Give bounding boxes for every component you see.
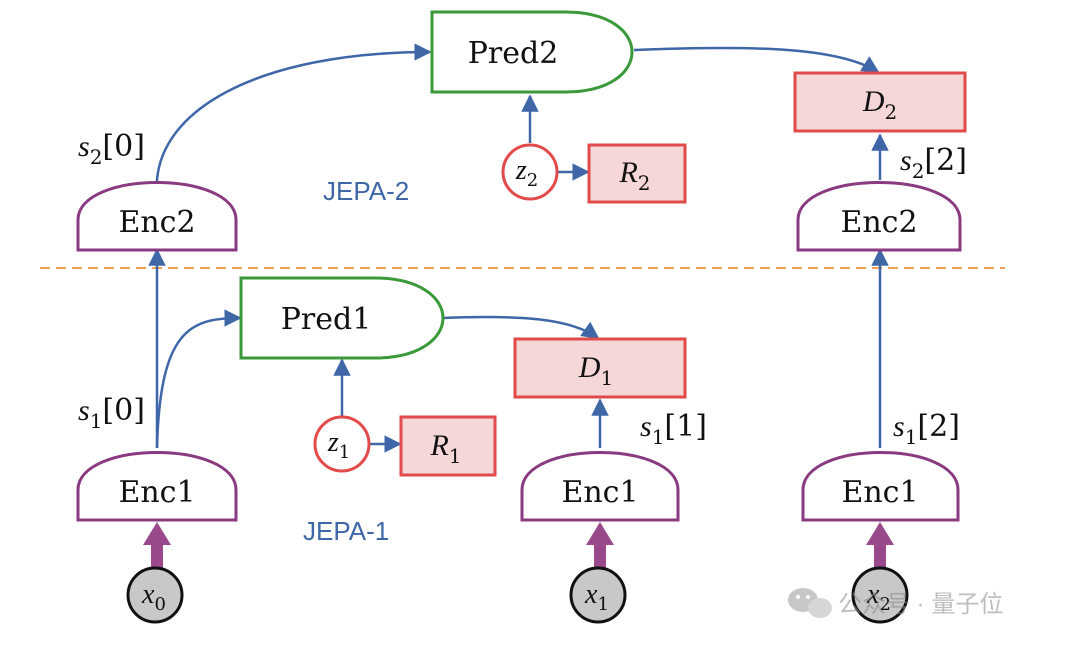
jepa1-label: JEPA-1	[303, 516, 389, 546]
r1-label: R1	[429, 429, 461, 468]
enc2-left-label: Enc2	[118, 205, 195, 240]
s2-0-label: s2[0]	[78, 129, 145, 169]
arrow-enc1left-to-pred1	[155, 309, 242, 449]
input-arrows	[143, 522, 894, 572]
d1-label: D1	[578, 351, 613, 390]
x2-label: x2	[866, 579, 891, 615]
d2-node: D2	[793, 71, 967, 133]
d1-node: D1	[513, 337, 687, 399]
z2-label: z2	[515, 155, 538, 191]
wechat-icon	[788, 588, 832, 618]
x1-node: x1	[569, 566, 627, 624]
watermark: 公众号 · 量子位	[788, 588, 1003, 618]
x0-label: x0	[141, 579, 166, 615]
x2-node: x2	[851, 566, 909, 624]
enc1-mid-node: Enc1	[520, 451, 680, 522]
enc2-left-node: Enc2	[76, 181, 238, 252]
watermark-text: 公众号 · 量子位	[838, 591, 1003, 618]
jepa2-label: JEPA-2	[323, 176, 409, 206]
r2-node: R2	[587, 143, 687, 204]
enc1-left-label: Enc1	[118, 475, 195, 510]
s1-1-label: s1[1]	[640, 409, 707, 449]
x0-node: x0	[126, 566, 184, 624]
arrow-pred2-to-d2	[633, 46, 880, 74]
enc2-right-node: Enc2	[796, 181, 962, 252]
r2-label: R2	[618, 156, 650, 195]
enc1-mid-label: Enc1	[561, 475, 638, 510]
enc2-right-label: Enc2	[840, 205, 917, 240]
enc1-right-label: Enc1	[841, 475, 918, 510]
enc1-right-node: Enc1	[801, 451, 960, 522]
arrow-enc2-to-pred2	[155, 43, 432, 196]
connectors	[148, 43, 889, 453]
arrow-pred1-to-d1	[442, 315, 600, 340]
r1-node: R1	[399, 415, 497, 477]
pred1-node: Pred1	[239, 276, 445, 360]
enc1-left-node: Enc1	[76, 451, 238, 522]
s1-2-label: s1[2]	[893, 409, 960, 449]
z2-node: z2	[501, 143, 559, 201]
z1-node: z1	[313, 415, 371, 473]
pred2-label: Pred2	[468, 36, 559, 71]
pred2-node: Pred2	[430, 10, 634, 94]
pred1-label: Pred1	[281, 302, 372, 337]
s2-2-label: s2[2]	[900, 143, 967, 183]
z1-label: z1	[327, 427, 350, 463]
x1-label: x1	[584, 579, 609, 615]
d2-label: D2	[862, 85, 897, 124]
s1-0-label: s1[0]	[78, 393, 145, 433]
